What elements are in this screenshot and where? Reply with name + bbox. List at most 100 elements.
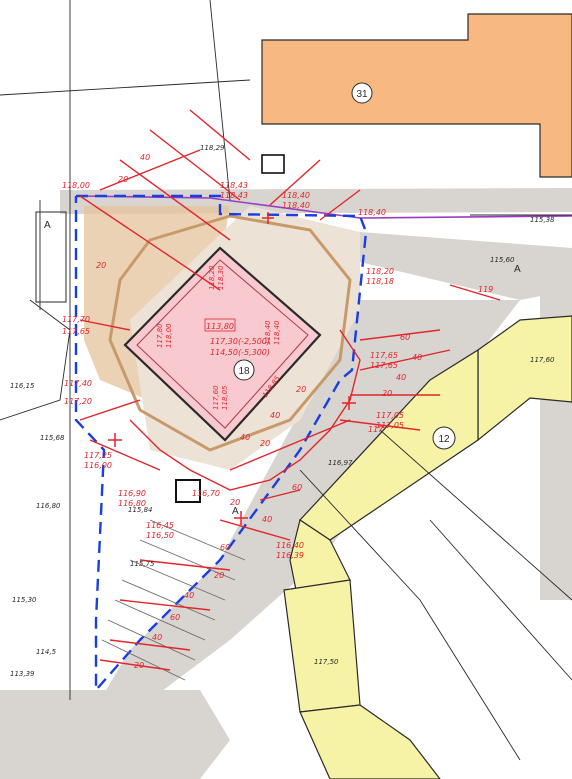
- level-23: 116,50: [146, 531, 174, 540]
- label-building-18: 18: [238, 366, 250, 377]
- slope-14: 40: [240, 433, 250, 442]
- stairs-hatching: [101, 519, 246, 681]
- roof-corner-r-2: 118,40: [273, 320, 281, 345]
- height-14: 117,50: [314, 658, 339, 666]
- height-5: 117,60: [530, 356, 555, 364]
- height-8: 118,29: [200, 144, 225, 152]
- slope-4: 60: [400, 333, 410, 342]
- level-10: 117,65: [62, 327, 90, 336]
- letter-markers: A A A: [44, 220, 521, 517]
- level-3: 118,43: [220, 191, 248, 200]
- height-12: 114,5: [36, 648, 57, 656]
- red-spot-markers: [108, 212, 356, 525]
- building-12-block-b: [299, 348, 479, 541]
- slope-9: 40: [270, 411, 280, 420]
- slope-17: 40: [184, 591, 194, 600]
- level-13: 117,25: [84, 451, 112, 460]
- height-7: 116,80: [36, 502, 61, 510]
- height-6: 115,38: [530, 216, 555, 224]
- slope-15: 20: [260, 439, 270, 448]
- property-boundary: [74, 194, 368, 694]
- red-annotation-lines: [79, 109, 501, 671]
- level-2: 118,43: [220, 181, 248, 190]
- level-9: 117,70: [62, 315, 90, 324]
- building-number-markers: 31 12 18: [233, 82, 456, 450]
- road-right-strip: [360, 232, 572, 300]
- roof-corner-l-1: 117,80: [156, 323, 164, 348]
- slope-7: 20: [382, 389, 392, 398]
- circle-31: [351, 82, 373, 104]
- level-7: 118,20: [366, 267, 394, 276]
- level-1: 118,00: [62, 181, 90, 190]
- height-11: 113,39: [10, 670, 35, 678]
- slope-12: 40: [262, 515, 272, 524]
- level-20: 116,80: [118, 499, 146, 508]
- slope-labels: 40 20 20 60 40 40 20 20 40 60 20 40 60 4…: [96, 153, 493, 670]
- level-22: 116,45: [146, 521, 174, 530]
- label-building-31: 31: [356, 89, 368, 100]
- height-2: 116,97: [328, 459, 353, 467]
- height-10: 115,30: [12, 596, 37, 604]
- label-building-12: 12: [438, 434, 450, 445]
- roof-corner-tl-2: 118,30: [217, 265, 225, 290]
- letter-a-south: A: [232, 506, 239, 517]
- height-1: 115,84: [128, 506, 153, 514]
- level-5: 118,40: [282, 201, 310, 210]
- roof-labels: 113,80 117,30(-2,500) 114,50(-5,300) 118…: [156, 265, 282, 410]
- level-6: 118,40: [358, 208, 386, 217]
- level-16: 117,65: [370, 361, 398, 370]
- level-17: 117,05: [376, 411, 404, 420]
- roof-level-2: 114,50(-5,300): [210, 348, 270, 357]
- building-12: [283, 315, 572, 779]
- slope-5: 40: [412, 353, 422, 362]
- height-3: 115,75: [130, 560, 155, 568]
- height-4: 115,68: [40, 434, 65, 442]
- slope-13: 60: [220, 543, 230, 552]
- building-18-roof: [123, 246, 322, 442]
- level-11: 117,40: [64, 379, 92, 388]
- level-12: 117,20: [64, 397, 92, 406]
- roof-corner-b-1: 117,60: [212, 385, 220, 410]
- slope-1: 40: [140, 153, 150, 162]
- height-9: 116,15: [10, 382, 35, 390]
- slope-8: 20: [296, 385, 306, 394]
- roof-corner-r-1: 118,40: [264, 320, 272, 345]
- level-8: 118,18: [366, 277, 394, 286]
- building-31: [261, 13, 572, 178]
- building-18-roof-inner: [136, 259, 309, 429]
- slope-18: 60: [170, 613, 180, 622]
- roof-corner-l-2: 118,00: [165, 323, 173, 348]
- level-24: 116,40: [276, 541, 304, 550]
- terrace-outline: [108, 214, 352, 452]
- level-25: 116,39: [276, 551, 304, 560]
- circle-12: [432, 426, 456, 450]
- letter-a-west: A: [44, 220, 51, 231]
- shed-west: [35, 211, 67, 303]
- slope-19: 40: [152, 633, 162, 642]
- slope-2: 20: [118, 175, 128, 184]
- utility-box-north: [261, 154, 285, 174]
- slope-10: 60: [292, 483, 302, 492]
- roof-elevation-box: [204, 318, 236, 332]
- survey-heights: 115,84 116,97 115,75 115,68 117,60 115,3…: [10, 144, 555, 678]
- slope-20: 20: [134, 661, 144, 670]
- height-13: 115,60: [490, 256, 515, 264]
- level-4: 118,40: [282, 191, 310, 200]
- road-bottom-left: [0, 690, 230, 779]
- level-21: 116,70: [192, 489, 220, 498]
- roof-level-1: 117,30(-2,500): [210, 337, 270, 346]
- red-level-labels: 118,00 118,43 118,43 118,40 118,40 118,4…: [62, 181, 404, 560]
- level-14: 116,00: [84, 461, 112, 470]
- utility-box-south: [175, 479, 201, 503]
- circle-18: [233, 359, 255, 381]
- roof-corner-b-2: 118,05: [221, 385, 229, 410]
- level-15: 117,65: [370, 351, 398, 360]
- building-12-block-e: [299, 704, 441, 779]
- roof-corner-tl-1: 118,20: [208, 265, 216, 290]
- slope-16: 20: [214, 571, 224, 580]
- slope-21: 117: [368, 425, 384, 434]
- survey-lines: [0, 0, 572, 761]
- slope-22: 119: [478, 285, 493, 294]
